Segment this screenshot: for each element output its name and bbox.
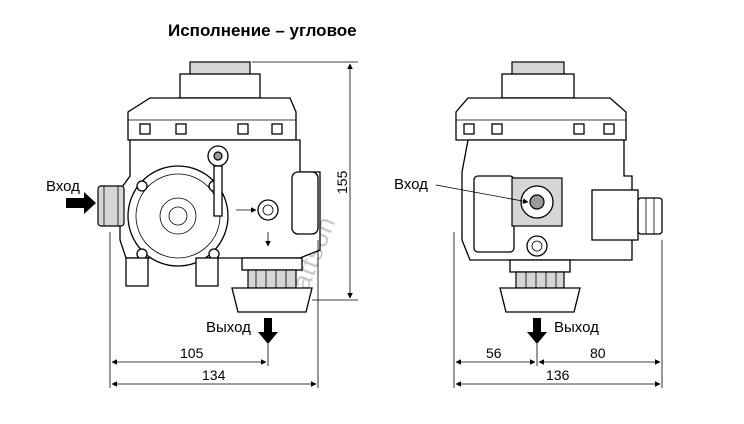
right-outlet-label: Выход — [554, 319, 599, 336]
left-outlet-nut — [247, 269, 297, 289]
right-inlet-label: Вход — [394, 176, 428, 193]
right-dim-80: 80 — [590, 345, 606, 361]
left-view-drawing — [97, 61, 321, 313]
right-dim-56: 56 — [486, 345, 502, 361]
left-dim-155: 155 — [334, 170, 350, 194]
left-dimensions — [109, 61, 358, 388]
right-inlet-leader — [435, 184, 529, 204]
left-inlet-label: Вход — [46, 178, 80, 195]
left-outlet-arrow — [258, 318, 278, 344]
left-dim-134: 134 — [202, 367, 226, 383]
right-dim-136: 136 — [546, 367, 570, 383]
left-inlet-arrow — [66, 192, 96, 214]
left-dim-105: 105 — [180, 345, 204, 361]
left-diaphragm-housing — [127, 165, 229, 267]
right-view-drawing — [455, 61, 663, 313]
left-inlet-fitting — [97, 185, 125, 227]
left-outlet-label: Выход — [206, 319, 251, 336]
diagram-title: Исполнение – угловое — [168, 21, 357, 40]
right-outlet-arrow — [527, 318, 547, 344]
right-outlet-nut — [515, 271, 565, 289]
right-dimensions — [453, 232, 663, 388]
